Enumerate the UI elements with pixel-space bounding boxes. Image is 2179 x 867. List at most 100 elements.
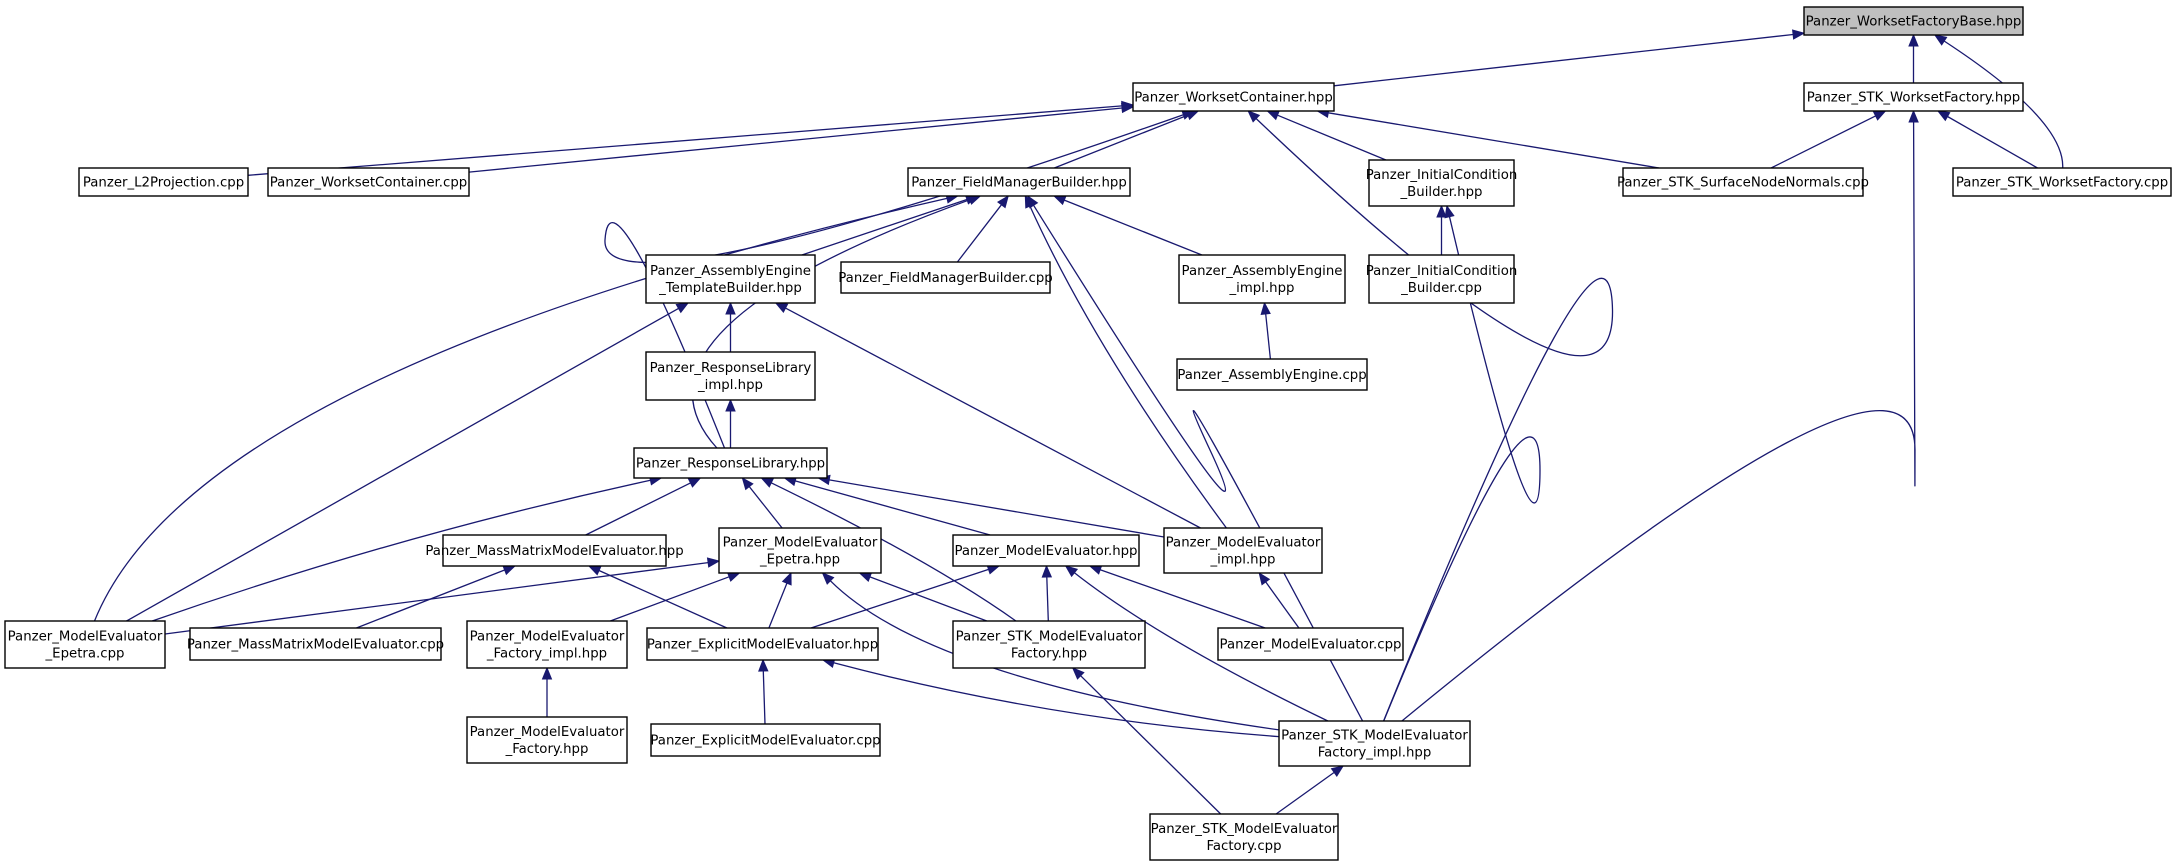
node-label: _impl.hpp	[1229, 281, 1295, 296]
edge-line	[833, 662, 1280, 738]
node-label: Panzer_ModelEvaluator.hpp	[954, 544, 1137, 559]
node-fmbcpp[interactable]: Panzer_FieldManagerBuilder.cpp	[838, 261, 1053, 294]
edge-arrowhead	[725, 398, 736, 412]
node-stkwf[interactable]: Panzer_STK_WorksetFactory.hpp	[1803, 82, 2024, 112]
edge-line	[829, 479, 1165, 538]
node-icbcpp[interactable]: Panzer_InitialCondition_Builder.cpp	[1366, 254, 1518, 304]
node-box	[1803, 6, 2024, 36]
node-label: Panzer_ModelEvaluator	[8, 630, 163, 645]
edge-arrowhead	[541, 666, 553, 680]
edge-me-to-rl	[783, 476, 991, 536]
edge-arrowhead	[758, 658, 769, 672]
node-label: _Factory_impl.hpp	[486, 647, 607, 662]
node-wc[interactable]: Panzer_WorksetContainer.hpp	[1132, 82, 1335, 112]
node-box	[1952, 167, 2172, 197]
node-box	[1278, 720, 1471, 767]
node-emecpp[interactable]: Panzer_ExplicitModelEvaluator.cpp	[650, 723, 881, 757]
node-icb[interactable]: Panzer_InitialCondition_Builder.hpp	[1366, 159, 1518, 207]
node-mecpp[interactable]: Panzer_ModelEvaluator.cpp	[1217, 627, 1404, 661]
node-box	[442, 534, 667, 567]
edge-line	[1073, 572, 1329, 722]
edge-wc-to-wfb	[1333, 29, 1806, 87]
edge-mefimpl-to-meep	[610, 572, 741, 622]
node-stksnn[interactable]: Panzer_STK_SurfaceNodeNormals.cpp	[1617, 167, 1869, 197]
edge-wccpp-to-wc	[468, 102, 1135, 173]
node-meep[interactable]: Panzer_ModelEvaluator _Epetra.hpp	[718, 527, 882, 574]
node-label: _impl.hpp	[697, 378, 763, 393]
node-wccpp[interactable]: Panzer_WorksetContainer.cpp	[267, 167, 470, 197]
edge-stkmefcpp-to-stkmefimpl	[1275, 765, 1345, 815]
node-mmme[interactable]: Panzer_MassMatrixModelEvaluator.hpp	[425, 534, 684, 567]
node-box	[718, 527, 882, 574]
node-label: Factory_impl.hpp	[1318, 746, 1432, 761]
edge-mef-to-mefimpl	[541, 666, 553, 717]
node-aeimpl[interactable]: Panzer_AssemblyEngine_impl.hpp	[1178, 254, 1346, 304]
edge-line	[1770, 115, 1876, 169]
node-stkwfcpp[interactable]: Panzer_STK_WorksetFactory.cpp	[1952, 167, 2172, 197]
edge-arrowhead	[858, 572, 873, 582]
edge-arrowhead	[1933, 34, 1948, 46]
edge-arrowhead	[760, 477, 774, 488]
edge-mmme-to-rl	[585, 477, 702, 536]
node-label: Panzer_ModelEvaluator	[723, 536, 878, 551]
node-label: Panzer_STK_ModelEvaluator	[1151, 822, 1338, 837]
node-mefimpl[interactable]: Panzer_ModelEvaluator_Factory_impl.hpp	[466, 620, 628, 669]
node-meimpl[interactable]: Panzer_ModelEvaluator_impl.hpp	[1163, 527, 1323, 574]
node-aetb[interactable]: Panzer_AssemblyEngine_TemplateBuilder.hp…	[645, 254, 816, 304]
node-rlimpl[interactable]: Panzer_ResponseLibrary_impl.hpp	[645, 351, 816, 401]
node-l2p[interactable]: Panzer_L2Projection.cpp	[78, 167, 249, 197]
node-label: Panzer_ModelEvaluator.cpp	[1220, 638, 1402, 653]
edge-line	[801, 198, 968, 256]
node-box	[466, 620, 628, 669]
node-box	[907, 167, 1131, 197]
node-box	[650, 723, 881, 757]
edge-line	[1099, 569, 1266, 629]
node-box	[1163, 527, 1323, 574]
node-mmmecpp[interactable]: Panzer_MassMatrixModelEvaluator.cpp	[187, 627, 444, 661]
node-wfb: Panzer_WorksetFactoryBase.hpp	[1803, 6, 2024, 36]
node-meepcpp[interactable]: Panzer_ModelEvaluator_Epetra.cpp	[4, 620, 166, 669]
node-label: Panzer_STK_ModelEvaluator	[1281, 729, 1468, 744]
edge-arrowhead	[1908, 33, 1919, 47]
node-label: Panzer_InitialCondition	[1366, 168, 1518, 183]
node-mef[interactable]: Panzer_ModelEvaluator_Factory.hpp	[466, 716, 628, 764]
node-box	[78, 167, 249, 197]
edge-fmb-to-wc	[1054, 110, 1200, 169]
edge-line	[247, 105, 1123, 176]
node-label: Panzer_ModelEvaluator	[470, 725, 625, 740]
node-label: Panzer_ExplicitModelEvaluator.cpp	[650, 734, 880, 749]
node-stkmefimpl[interactable]: Panzer_STK_ModelEvaluatorFactory_impl.hp…	[1278, 720, 1471, 767]
node-box	[1217, 627, 1404, 661]
edge-rl-to-fmb	[691, 194, 982, 449]
node-label: Panzer_STK_WorksetFactory.cpp	[1956, 176, 2168, 191]
node-label: Panzer_WorksetContainer.cpp	[270, 176, 467, 191]
edge-line	[151, 479, 651, 622]
edge-stkwfcpp-to-wfb	[1933, 34, 2064, 169]
node-rl[interactable]: Panzer_ResponseLibrary.hpp	[633, 447, 828, 479]
node-eme[interactable]: Panzer_ExplicitModelEvaluator.hpp	[646, 627, 879, 661]
node-box	[1176, 358, 1368, 391]
node-label: Panzer_FieldManagerBuilder.cpp	[838, 271, 1052, 286]
edge-meep-to-rl	[741, 476, 783, 529]
edge-arrowhead	[1071, 667, 1085, 680]
node-label: _impl.hpp	[1210, 553, 1276, 568]
edge-icbcpp-to-icb	[1436, 204, 1447, 255]
edge-arrowhead	[781, 571, 792, 586]
node-me[interactable]: Panzer_ModelEvaluator.hpp	[952, 534, 1140, 567]
edge-rl-to-rlimpl	[725, 398, 736, 448]
edge-arrowhead	[1908, 109, 1919, 123]
node-fmb[interactable]: Panzer_FieldManagerBuilder.hpp	[907, 167, 1131, 197]
edge-meepcpp-to-aetb	[126, 302, 690, 622]
node-label: _Epetra.hpp	[759, 553, 840, 568]
edge-line	[795, 480, 991, 536]
edge-stkwf-to-wfb	[1908, 33, 1919, 83]
edge-stkmefimpl-to-me	[1064, 565, 1329, 722]
edge-stksnn-to-stkwf	[1770, 110, 1887, 169]
node-aecpp[interactable]: Panzer_AssemblyEngine.cpp	[1176, 358, 1368, 391]
edge-icb-to-wc	[1266, 110, 1387, 161]
node-box	[189, 627, 442, 661]
edge-line	[1943, 40, 2064, 169]
